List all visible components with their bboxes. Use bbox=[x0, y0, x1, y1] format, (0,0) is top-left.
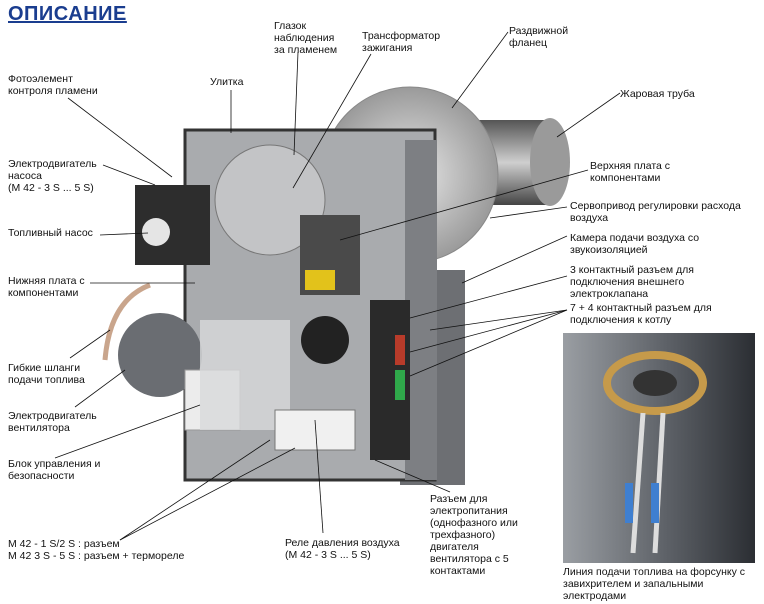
label-ignition-transformer: Трансформатор зажигания bbox=[362, 30, 441, 54]
fan-motor bbox=[118, 313, 202, 397]
label-blast-tube: Жаровая труба bbox=[620, 88, 695, 100]
label-photocell: Фотоэлемент контроля пламени bbox=[8, 73, 98, 97]
label-pump-motor: Электродвигатель насоса (M 42 - 3 S ... … bbox=[8, 158, 97, 194]
label-air-servo: Сервопривод регулировки расхода воздуха bbox=[570, 200, 741, 224]
label-sight-glass: Глазок наблюдения за пламенем bbox=[274, 20, 338, 56]
label-fan-motor: Электродвигатель вентилятора bbox=[8, 410, 97, 434]
leader-lines bbox=[54, 31, 621, 541]
label-lower-plate: Нижняя плата с компонентами bbox=[8, 275, 85, 299]
label-air-chamber: Камера подачи воздуха со звукоизоляцией bbox=[570, 232, 700, 256]
label-valve-connector: 3 контактный разъем для подключения внеш… bbox=[570, 264, 694, 300]
label-volute: Улитка bbox=[210, 76, 244, 88]
label-connector-models: M 42 - 1 S/2 S : разъем M 42 3 S - 5 S :… bbox=[8, 538, 185, 562]
label-fuel-pump: Топливный насос bbox=[8, 227, 93, 239]
label-boiler-connector: 7 + 4 контактный разъем для подключения … bbox=[570, 302, 712, 326]
page-title: ОПИСАНИЕ bbox=[8, 3, 127, 25]
label-air-pressure-switch: Реле давления воздуха (M 42 - 3 S ... 5 … bbox=[285, 537, 400, 561]
label-power-connector: Разъем для электропитания (однофазного и… bbox=[430, 493, 518, 577]
label-upper-plate: Верхняя плата с компонентами bbox=[590, 160, 671, 184]
label-fuel-hoses: Гибкие шланги подачи топлива bbox=[8, 362, 85, 386]
inset-caption: Линия подачи топлива на форсунку с завих… bbox=[563, 566, 746, 602]
volute bbox=[214, 144, 326, 256]
label-sliding-flange: Раздвижной фланец bbox=[509, 25, 569, 49]
label-control-unit: Блок управления и безопасности bbox=[8, 458, 101, 482]
nozzle-line-photo bbox=[563, 333, 755, 563]
